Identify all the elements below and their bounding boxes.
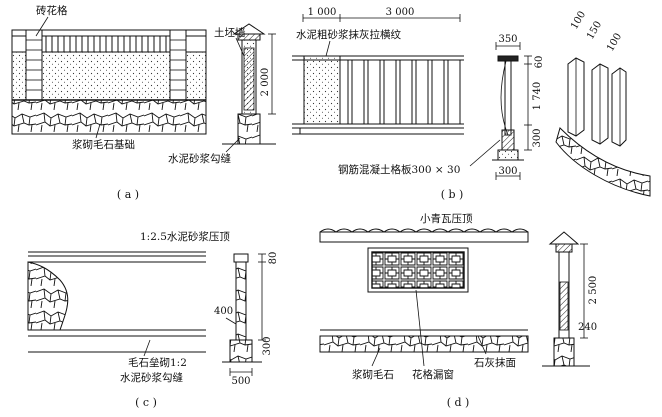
panel-d: 小青瓦压顶 浆砌毛石 花格漏窗 石灰抹面 2 500 240 — [319, 212, 599, 409]
panel-d-caption: ( d ) — [447, 396, 470, 409]
dimension-300-horizontal: 300 — [498, 166, 517, 177]
panel-a: 砖花格 浆砌毛石基础 土坯墙 水泥砂浆勾缝 2 000 ( a ) — [11, 4, 276, 201]
dimension-1740: 1 740 — [532, 82, 543, 111]
panel-c-wall-elevation — [27, 251, 206, 353]
rubble-label: 浆砌毛石 — [352, 368, 394, 381]
dimension-80: 80 — [268, 252, 279, 265]
lime-plaster-label: 石灰抹面 — [474, 356, 516, 369]
dimension-60: 60 — [534, 56, 545, 69]
dimension-100-b: 100 — [605, 31, 624, 53]
tile-cap-label: 小青瓦压顶 — [420, 212, 473, 225]
earth-wall-label: 土坯墙 — [214, 26, 246, 39]
cement-cap-label: 1:2.5水泥砂浆压顶 — [140, 230, 230, 243]
dimension-400: 400 — [214, 306, 233, 317]
dimension-3000: 3 000 — [386, 7, 415, 18]
panel-c-caption: ( c ) — [135, 396, 157, 409]
cement-joint-label: 水泥砂浆勾缝 — [168, 152, 231, 165]
rubble-joint-label-1: 毛石垒砌1:2 — [128, 356, 187, 369]
dimension-1000: 1 000 — [308, 7, 337, 18]
panel-b: 1 000 3 000 水泥粗砂浆抹灰拉横纹 — [292, 7, 651, 201]
dimension-300: 300 — [262, 336, 273, 355]
panel-a-wall-section — [222, 23, 276, 145]
brick-lattice-label: 砖花格 — [36, 4, 68, 17]
dimension-500: 500 — [231, 376, 250, 387]
panel-c: 1:2.5水泥砂浆压顶 毛石垒砌1:2 水泥砂浆勾缝 80 400 300 — [27, 230, 279, 409]
rc-slab-label: 钢筋混凝土格板300 × 30 — [338, 163, 460, 176]
panel-b-caption: ( b ) — [441, 188, 464, 201]
dimension-150: 150 — [585, 19, 604, 41]
dimension-300-vertical: 300 — [532, 128, 543, 147]
panel-d-wall-elevation — [319, 228, 529, 353]
panel-b-slab-section: 350 60 1 740 300 300 — [492, 34, 545, 180]
rubble-joint-label-2: 水泥砂浆勾缝 — [120, 371, 183, 384]
dimension-100-a: 100 — [569, 9, 588, 31]
panel-c-wall-section: 80 400 300 500 — [214, 252, 279, 387]
rubble-base-label: 浆砌毛石基础 — [72, 138, 135, 151]
panel-b-perspective-detail: 100 150 100 — [555, 9, 651, 197]
panel-d-wall-section: 2 500 240 — [542, 231, 599, 367]
panel-b-wall-elevation — [292, 55, 464, 135]
panel-a-wall-elevation — [11, 29, 207, 135]
dimension-2500: 2 500 — [588, 276, 599, 305]
cement-plaster-label: 水泥粗砂浆抹灰拉横纹 — [296, 28, 401, 41]
panel-a-caption: ( a ) — [117, 188, 139, 201]
lattice-window-label: 花格漏窗 — [412, 368, 454, 381]
dimension-350: 350 — [498, 34, 517, 45]
height-dimension-2000: 2 000 — [260, 68, 271, 97]
dimension-240: 240 — [578, 322, 597, 333]
